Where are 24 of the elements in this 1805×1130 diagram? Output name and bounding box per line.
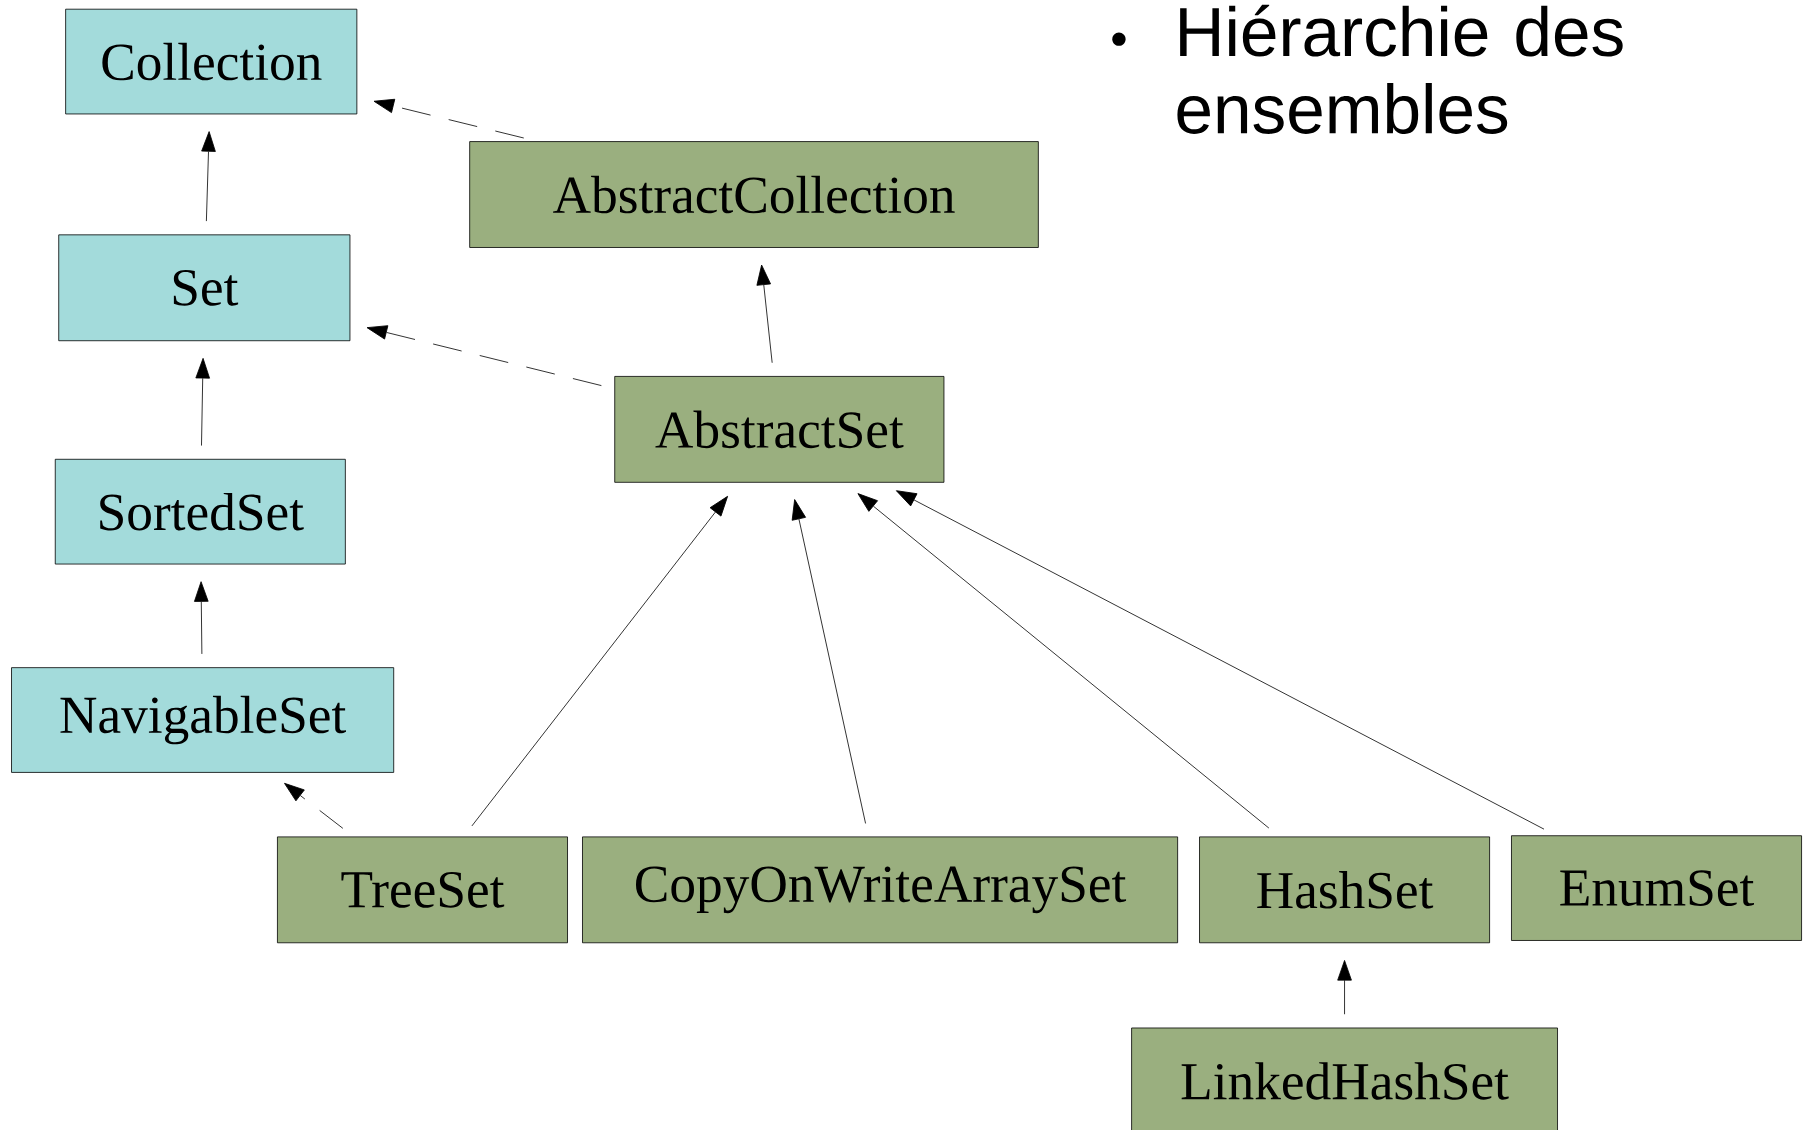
- arrow: [857, 493, 1270, 829]
- class-box: AbstractCollection: [469, 141, 1039, 248]
- title: Hiérarchie des ensembles: [1177, 4, 1623, 134]
- arrow: [373, 98, 525, 139]
- class-box: AbstractSet: [614, 376, 945, 483]
- class-box: EnumSet: [1511, 835, 1802, 941]
- arrow: [791, 499, 866, 824]
- arrow: [756, 264, 773, 364]
- arrow: [195, 357, 210, 446]
- arrow: [194, 581, 209, 655]
- arrow: [896, 490, 1545, 830]
- arrow: [366, 325, 602, 386]
- class-box: Set: [58, 234, 351, 342]
- arrow: [1337, 960, 1352, 1015]
- class-box: TreeSet: [277, 836, 568, 944]
- class-box: LinkedHashSet: [1131, 1027, 1558, 1130]
- arrow: [284, 782, 344, 829]
- arrow: [201, 131, 216, 222]
- class-box: SortedSet: [54, 458, 346, 565]
- class-box: NavigableSet: [11, 667, 395, 773]
- class-box: CopyOnWriteArraySet: [582, 836, 1179, 944]
- class-box: HashSet: [1199, 836, 1490, 944]
- class-box: Collection: [65, 8, 358, 115]
- arrow: [471, 495, 728, 827]
